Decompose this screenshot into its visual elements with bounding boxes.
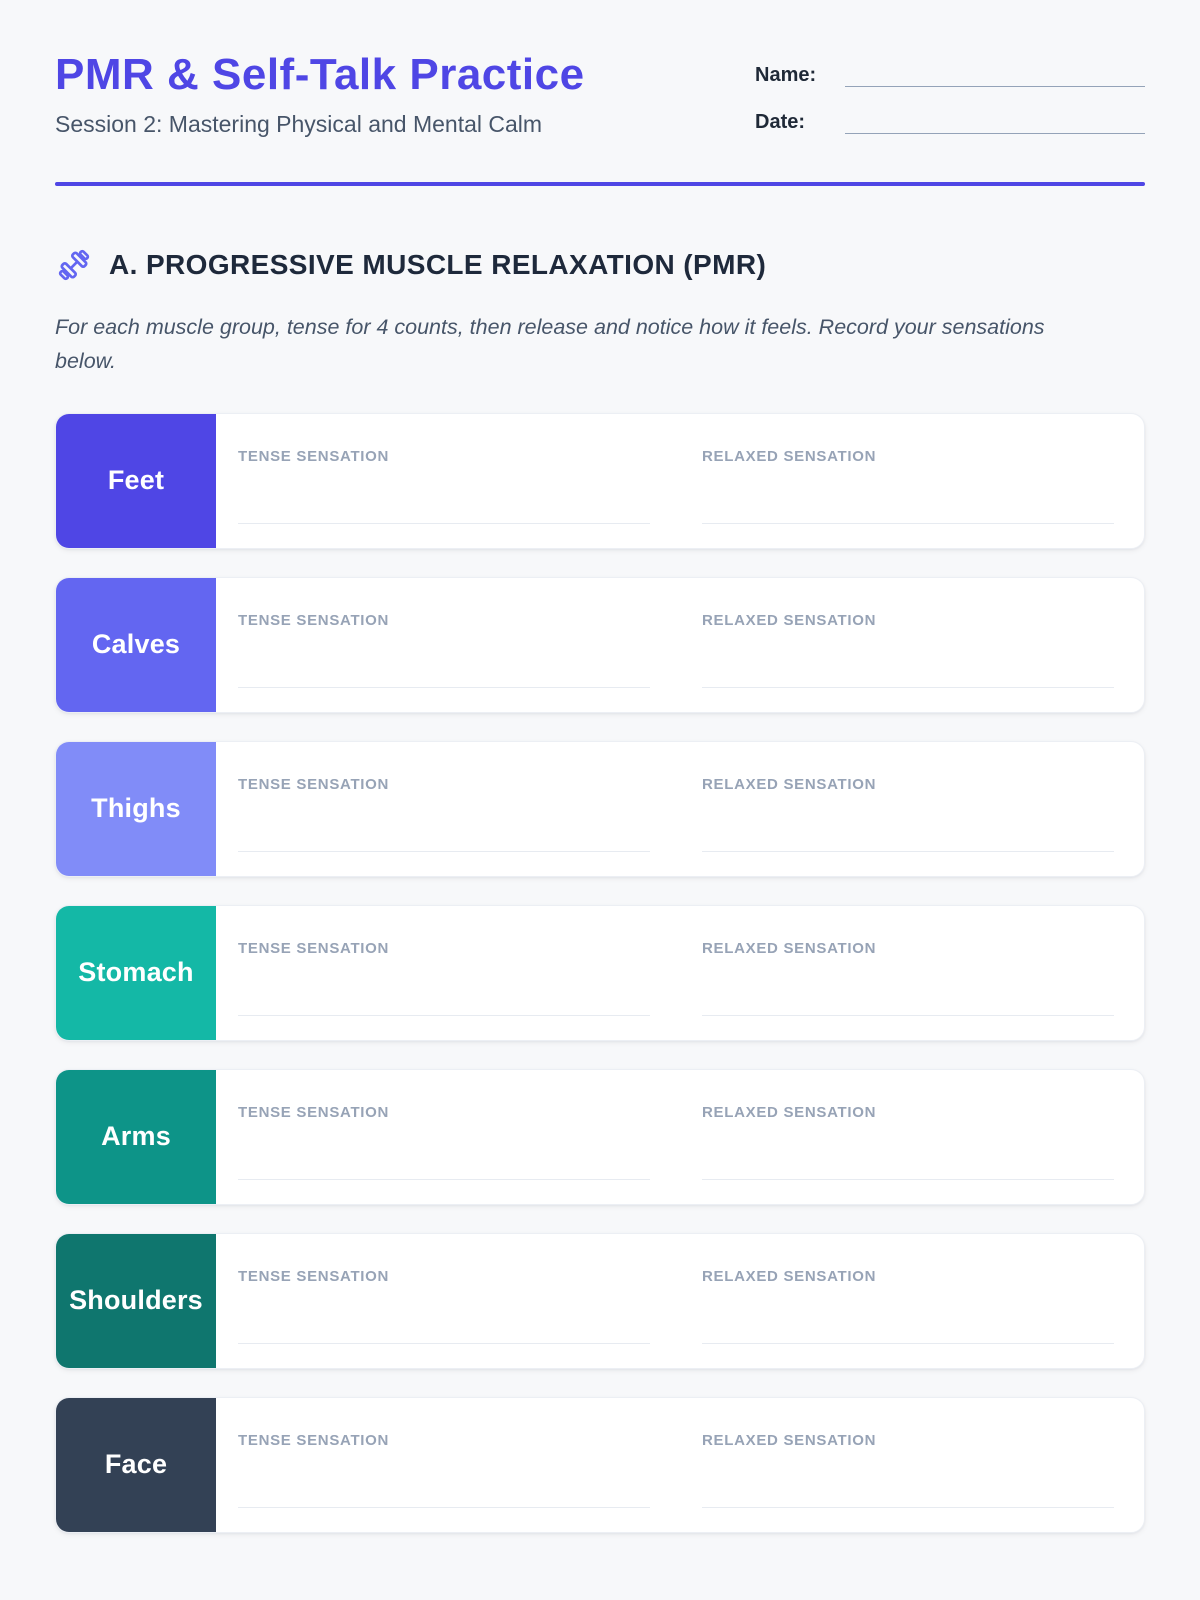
muscle-group-card: Thighs TENSE SENSATION RELAXED SENSATION [55, 740, 1145, 877]
date-label: Date: [755, 111, 806, 133]
relaxed-sensation-column: RELAXED SENSATION [680, 1398, 1144, 1532]
relaxed-sensation-column: RELAXED SENSATION [680, 742, 1144, 876]
name-field-row: Name: [755, 64, 1145, 87]
tense-sensation-column: TENSE SENSATION [216, 1398, 680, 1532]
relaxed-input-line[interactable] [702, 522, 1114, 524]
muscle-group-color-block: Shoulders [56, 1233, 216, 1368]
tense-input-line[interactable] [238, 1014, 650, 1016]
tense-sensation-column: TENSE SENSATION [216, 1070, 680, 1204]
date-input-line[interactable] [845, 112, 1145, 134]
tense-sensation-column: TENSE SENSATION [216, 1234, 680, 1368]
muscle-group-card: Shoulders TENSE SENSATION RELAXED SENSAT… [55, 1232, 1145, 1369]
relaxed-column-label: RELAXED SENSATION [702, 939, 877, 957]
muscle-card-body: TENSE SENSATION RELAXED SENSATION [216, 578, 1144, 712]
muscle-group-label: Stomach [78, 957, 194, 988]
muscle-card-body: TENSE SENSATION RELAXED SENSATION [216, 1234, 1144, 1368]
muscle-card-body: TENSE SENSATION RELAXED SENSATION [216, 1398, 1144, 1532]
tense-column-label: TENSE SENSATION [238, 1103, 390, 1121]
page-title: PMR & Self-Talk Practice [55, 50, 585, 99]
section-a-instructions: For each muscle group, tense for 4 count… [55, 315, 1045, 374]
muscle-group-color-block: Arms [56, 1069, 216, 1204]
relaxed-column-label: RELAXED SENSATION [702, 1103, 877, 1121]
muscle-card-body: TENSE SENSATION RELAXED SENSATION [216, 1070, 1144, 1204]
header-titles: PMR & Self-Talk Practice Session 2: Mast… [55, 50, 585, 138]
tense-column-label: TENSE SENSATION [238, 939, 390, 957]
muscle-group-label: Thighs [91, 793, 181, 824]
muscle-card-body: TENSE SENSATION RELAXED SENSATION [216, 742, 1144, 876]
muscle-group-card: Calves TENSE SENSATION RELAXED SENSATION [55, 576, 1145, 713]
page-subtitle: Session 2: Mastering Physical and Mental… [55, 110, 543, 137]
name-label: Name: [755, 64, 817, 86]
dumbbell-icon [55, 246, 93, 284]
tense-sensation-column: TENSE SENSATION [216, 578, 680, 712]
tense-sensation-column: TENSE SENSATION [216, 414, 680, 548]
tense-sensation-column: TENSE SENSATION [216, 906, 680, 1040]
relaxed-sensation-column: RELAXED SENSATION [680, 578, 1144, 712]
relaxed-column-label: RELAXED SENSATION [702, 775, 877, 793]
relaxed-sensation-column: RELAXED SENSATION [680, 906, 1144, 1040]
muscle-card-body: TENSE SENSATION RELAXED SENSATION [216, 906, 1144, 1040]
muscle-group-label: Feet [107, 465, 165, 496]
relaxed-column-label: RELAXED SENSATION [702, 611, 877, 629]
muscle-group-card: Arms TENSE SENSATION RELAXED SENSATION [55, 1068, 1145, 1205]
tense-column-label: TENSE SENSATION [238, 611, 390, 629]
muscle-group-list: Feet TENSE SENSATION RELAXED SENSATION C… [55, 412, 1145, 1533]
muscle-group-label: Calves [91, 629, 181, 660]
muscle-group-label: Face [104, 1449, 168, 1480]
relaxed-input-line[interactable] [702, 1342, 1114, 1344]
muscle-group-color-block: Thighs [56, 741, 216, 876]
muscle-card-body: TENSE SENSATION RELAXED SENSATION [216, 414, 1144, 548]
relaxed-input-line[interactable] [702, 1014, 1114, 1016]
tense-input-line[interactable] [238, 686, 650, 688]
header: PMR & Self-Talk Practice Session 2: Mast… [55, 50, 1145, 158]
relaxed-column-label: RELAXED SENSATION [702, 447, 877, 465]
relaxed-column-label: RELAXED SENSATION [702, 1431, 877, 1449]
date-field-row: Date: [755, 111, 1145, 134]
relaxed-sensation-column: RELAXED SENSATION [680, 414, 1144, 548]
relaxed-input-line[interactable] [702, 850, 1114, 852]
relaxed-sensation-column: RELAXED SENSATION [680, 1234, 1144, 1368]
relaxed-column-label: RELAXED SENSATION [702, 1267, 877, 1285]
tense-column-label: TENSE SENSATION [238, 447, 390, 465]
section-a-title: A. PROGRESSIVE MUSCLE RELAXATION (PMR) [109, 249, 767, 280]
muscle-group-color-block: Stomach [56, 905, 216, 1040]
muscle-group-card: Face TENSE SENSATION RELAXED SENSATION [55, 1396, 1145, 1533]
section-a-header: A. PROGRESSIVE MUSCLE RELAXATION (PMR) [55, 246, 1145, 284]
relaxed-input-line[interactable] [702, 686, 1114, 688]
name-date-fields: Name: Date: [755, 64, 1145, 158]
relaxed-sensation-column: RELAXED SENSATION [680, 1070, 1144, 1204]
header-divider [55, 182, 1145, 186]
tense-input-line[interactable] [238, 850, 650, 852]
tense-input-line[interactable] [238, 1506, 650, 1508]
tense-input-line[interactable] [238, 1178, 650, 1180]
relaxed-input-line[interactable] [702, 1506, 1114, 1508]
worksheet-page: PMR & Self-Talk Practice Session 2: Mast… [55, 50, 1145, 1533]
muscle-group-color-block: Feet [56, 413, 216, 548]
tense-input-line[interactable] [238, 522, 650, 524]
muscle-group-label: Arms [101, 1121, 171, 1152]
relaxed-input-line[interactable] [702, 1178, 1114, 1180]
tense-column-label: TENSE SENSATION [238, 775, 390, 793]
tense-column-label: TENSE SENSATION [238, 1267, 390, 1285]
tense-input-line[interactable] [238, 1342, 650, 1344]
muscle-group-label: Shoulders [69, 1285, 203, 1316]
name-input-line[interactable] [845, 65, 1145, 87]
tense-sensation-column: TENSE SENSATION [216, 742, 680, 876]
muscle-group-color-block: Calves [56, 577, 216, 712]
tense-column-label: TENSE SENSATION [238, 1431, 390, 1449]
muscle-group-color-block: Face [56, 1397, 216, 1532]
muscle-group-card: Feet TENSE SENSATION RELAXED SENSATION [55, 412, 1145, 549]
muscle-group-card: Stomach TENSE SENSATION RELAXED SENSATIO… [55, 904, 1145, 1041]
